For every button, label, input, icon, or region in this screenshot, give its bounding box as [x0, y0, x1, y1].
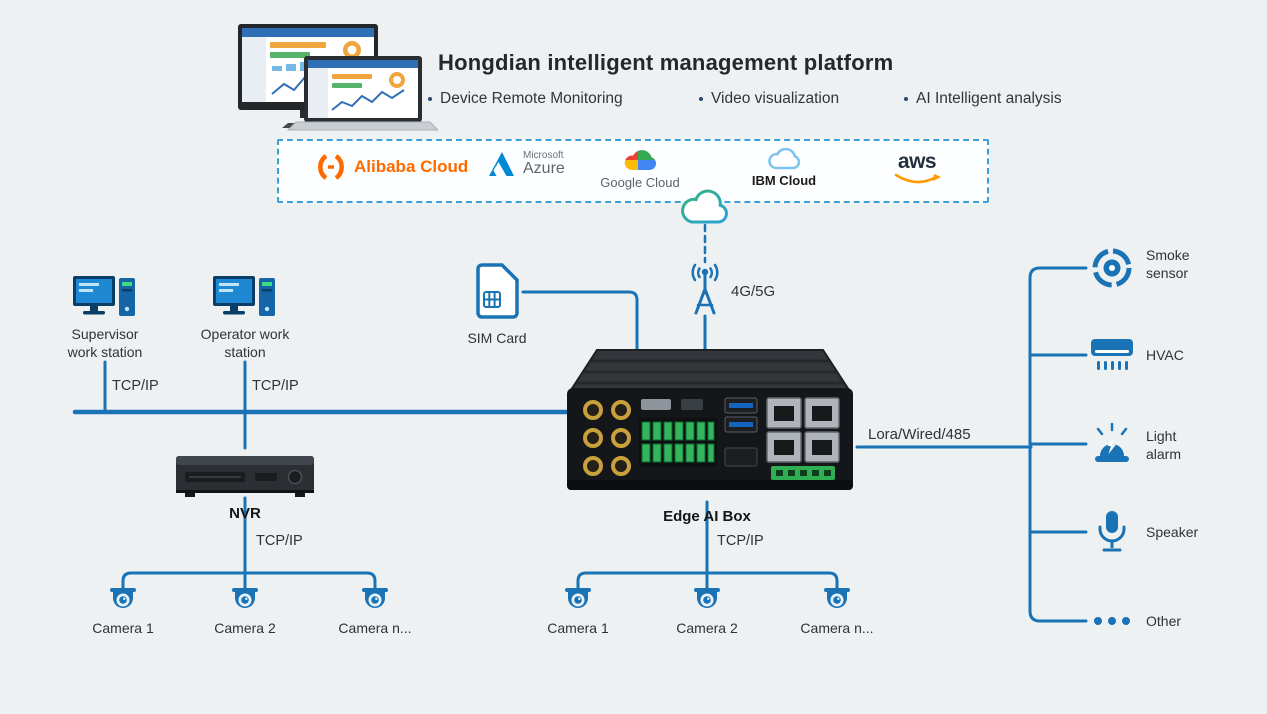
bullet-icon — [904, 97, 908, 101]
google-cloud-label: Google Cloud — [600, 175, 680, 190]
nvr-label: NVR — [229, 505, 261, 522]
edge-camera-bracket — [576, 571, 839, 592]
bullet-icon — [428, 97, 432, 101]
speaker-label: Speaker — [1146, 524, 1199, 540]
camera-icon — [565, 588, 591, 608]
fieldbus-label: Lora/Wired/485 — [868, 426, 971, 443]
cellular-link-label: 4G/5G — [731, 283, 776, 300]
camera-label: Camera 1 — [547, 620, 609, 636]
smoke-sensor-label: Smoke sensor — [1146, 247, 1190, 281]
camera-icon — [110, 588, 136, 608]
sim-card-label: SIM Card — [467, 330, 527, 346]
aws-label: aws — [897, 150, 937, 173]
camera-icon — [824, 588, 850, 608]
camera-label: Camera 2 — [676, 620, 738, 636]
azure-label: Azure — [523, 159, 565, 177]
ibm-cloud-icon — [768, 148, 801, 170]
smoke-sensor-icon — [1092, 248, 1132, 288]
cloud-providers-panel — [277, 139, 989, 203]
aws-logo: aws — [890, 150, 944, 186]
supervisor-workstation-label: Supervisor work station — [67, 326, 143, 360]
operator-workstation-icon — [213, 276, 275, 316]
other-devices-icon — [1094, 617, 1130, 625]
alibaba-cloud-icon — [318, 154, 344, 180]
feature-ai-analysis: AI Intelligent analysis — [904, 90, 1062, 108]
sim-link-line — [521, 290, 639, 352]
management-platform-screens-icon — [238, 24, 438, 131]
feature-label: Device Remote Monitoring — [440, 90, 623, 107]
other-devices-label: Other — [1146, 613, 1182, 629]
hvac-icon — [1091, 339, 1133, 370]
camera-label: Camera 2 — [214, 620, 276, 636]
feature-label: Video visualization — [711, 90, 840, 107]
supervisor-workstation-icon — [73, 276, 135, 316]
camera-icon — [694, 588, 720, 608]
microsoft-label: Microsoft — [523, 149, 564, 161]
feature-video-visualization: Video visualization — [699, 90, 839, 108]
sim-card-icon — [476, 263, 519, 319]
cloud-icon — [681, 189, 728, 224]
google-cloud-icon — [624, 150, 657, 171]
page-title: Hongdian intelligent management platform — [438, 50, 894, 75]
tcpip-label-supervisor: TCP/IP — [112, 378, 159, 394]
feature-device-monitoring: Device Remote Monitoring — [428, 90, 623, 108]
speaker-icon — [1098, 511, 1126, 552]
aws-smile-icon — [894, 173, 941, 184]
edge-ai-box-label: Edge AI Box — [663, 508, 751, 525]
alibaba-cloud-label: Alibaba Cloud — [354, 157, 469, 176]
light-alarm-label: Light alarm — [1146, 428, 1182, 462]
nvr-device — [176, 456, 314, 497]
operator-workstation-label: Operator work station — [200, 326, 290, 360]
antenna-icon — [691, 263, 719, 315]
hvac-label: HVAC — [1146, 347, 1184, 363]
tcpip-label-edge: TCP/IP — [717, 533, 764, 549]
camera-label: Camera n... — [800, 620, 874, 636]
tcpip-label-nvr: TCP/IP — [256, 533, 303, 549]
camera-label: Camera 1 — [92, 620, 154, 636]
google-cloud-logo: Google Cloud — [597, 148, 683, 190]
camera-icon — [362, 588, 388, 608]
feature-label: AI Intelligent analysis — [916, 90, 1062, 107]
light-alarm-icon — [1095, 423, 1129, 462]
ibm-cloud-logo: IBM Cloud — [748, 148, 820, 188]
camera-icon — [232, 588, 258, 608]
alibaba-cloud-logo: Alibaba Cloud — [316, 153, 468, 181]
bullet-icon — [699, 97, 703, 101]
edge-ai-box-device — [567, 349, 853, 490]
nvr-camera-bracket — [121, 571, 377, 592]
ibm-cloud-label: IBM Cloud — [751, 173, 817, 188]
azure-icon — [489, 152, 514, 176]
microsoft-azure-logo: Microsoft Azure — [487, 150, 565, 178]
tcpip-label-operator: TCP/IP — [252, 378, 299, 394]
camera-label: Camera n... — [338, 620, 412, 636]
